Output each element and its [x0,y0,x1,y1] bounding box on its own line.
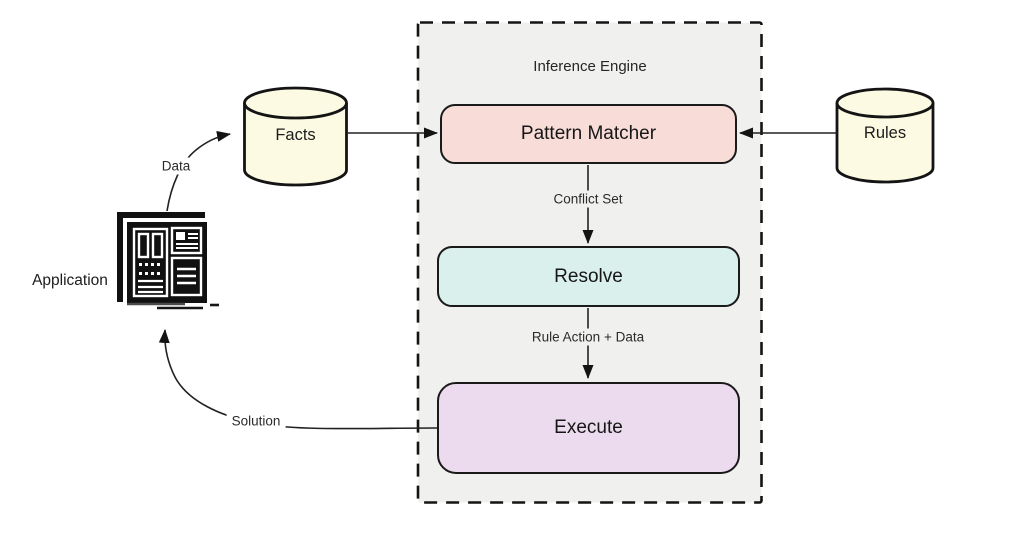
execute-label: Execute [554,417,623,438]
edge-application-to-facts [166,130,231,212]
inference-engine-title: Inference Engine [533,58,647,75]
rules-label: Rules [863,124,907,142]
resolve-label: Resolve [554,265,623,287]
rules-cylinder [835,87,935,184]
pattern-matcher-label: Pattern Matcher [520,123,657,144]
facts-cylinder [243,86,348,187]
edge-execute-to-application [158,329,438,430]
facts-cylinder-top [243,86,348,120]
edge-label-rule-action-data: Rule Action + Data [526,328,650,346]
application-label: Application [32,272,108,289]
node-resolve: Resolve [437,246,740,307]
edge-label-data: Data [156,157,196,175]
node-pattern-matcher: Pattern Matcher [440,104,737,164]
facts-label: Facts [275,126,316,144]
edge-label-solution: Solution [226,412,286,430]
application-window-icon [117,212,219,310]
rules-cylinder-top [835,87,935,119]
node-execute: Execute [437,382,740,474]
facts-cylinder-body [243,103,348,187]
edge-label-conflict-set: Conflict Set [548,190,628,208]
rules-cylinder-body [835,103,935,184]
